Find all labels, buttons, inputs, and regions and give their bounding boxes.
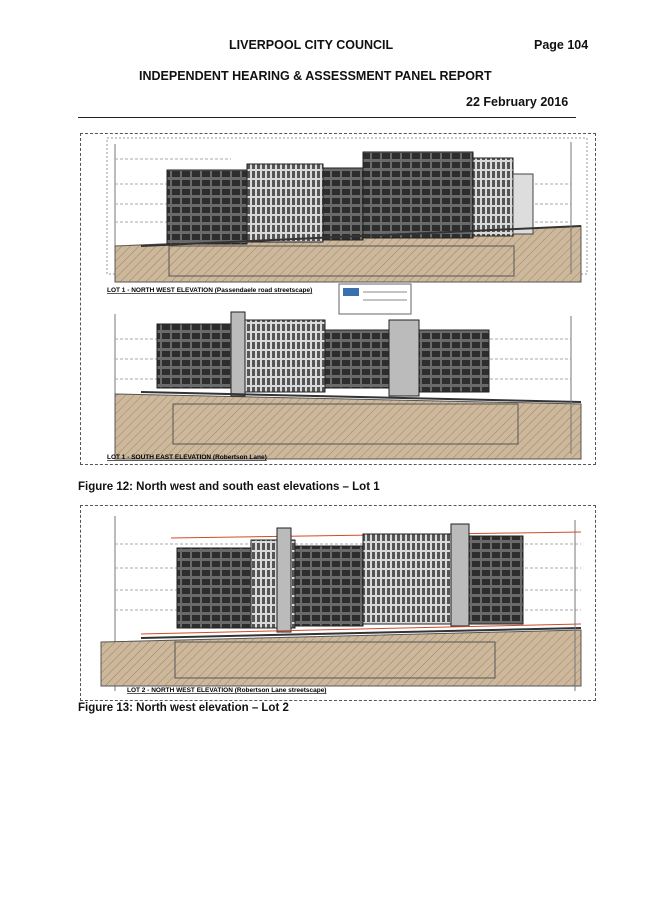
report-title: INDEPENDENT HEARING & ASSESSMENT PANEL R…: [139, 69, 492, 83]
lot2-north-west-elevation: [100, 516, 582, 691]
elevation-drawing-lot2: LOT 2 - NORTH WEST ELEVATION (Robertson …: [100, 516, 582, 694]
elevation-drawing-lot1: LOT 1 - NORTH WEST ELEVATION (Passendael…: [106, 137, 588, 461]
figure-13-caption: Figure 13: North west elevation – Lot 2: [78, 702, 289, 714]
lot1-south-east-elevation: [114, 311, 582, 460]
lot1-north-west-elevation: [106, 137, 588, 315]
drawing-title-3: LOT 2 - NORTH WEST ELEVATION (Robertson …: [127, 687, 326, 694]
report-date: 22 February 2016: [466, 95, 569, 109]
page-number: Page 104: [534, 38, 589, 52]
header-rule: [78, 117, 576, 118]
figure-12-caption: Figure 12: North west and south east ele…: [78, 481, 380, 493]
figure-13-drawing: LOT 2 - NORTH WEST ELEVATION (Robertson …: [80, 505, 596, 701]
council-name: LIVERPOOL CITY COUNCIL: [229, 38, 394, 52]
figure-12-drawing: LOT 1 - NORTH WEST ELEVATION (Passendael…: [80, 133, 596, 465]
drawing-title-2: LOT 1 - SOUTH EAST ELEVATION (Robertson …: [107, 454, 267, 461]
drawing-title-1: LOT 1 - NORTH WEST ELEVATION (Passendael…: [107, 287, 312, 294]
